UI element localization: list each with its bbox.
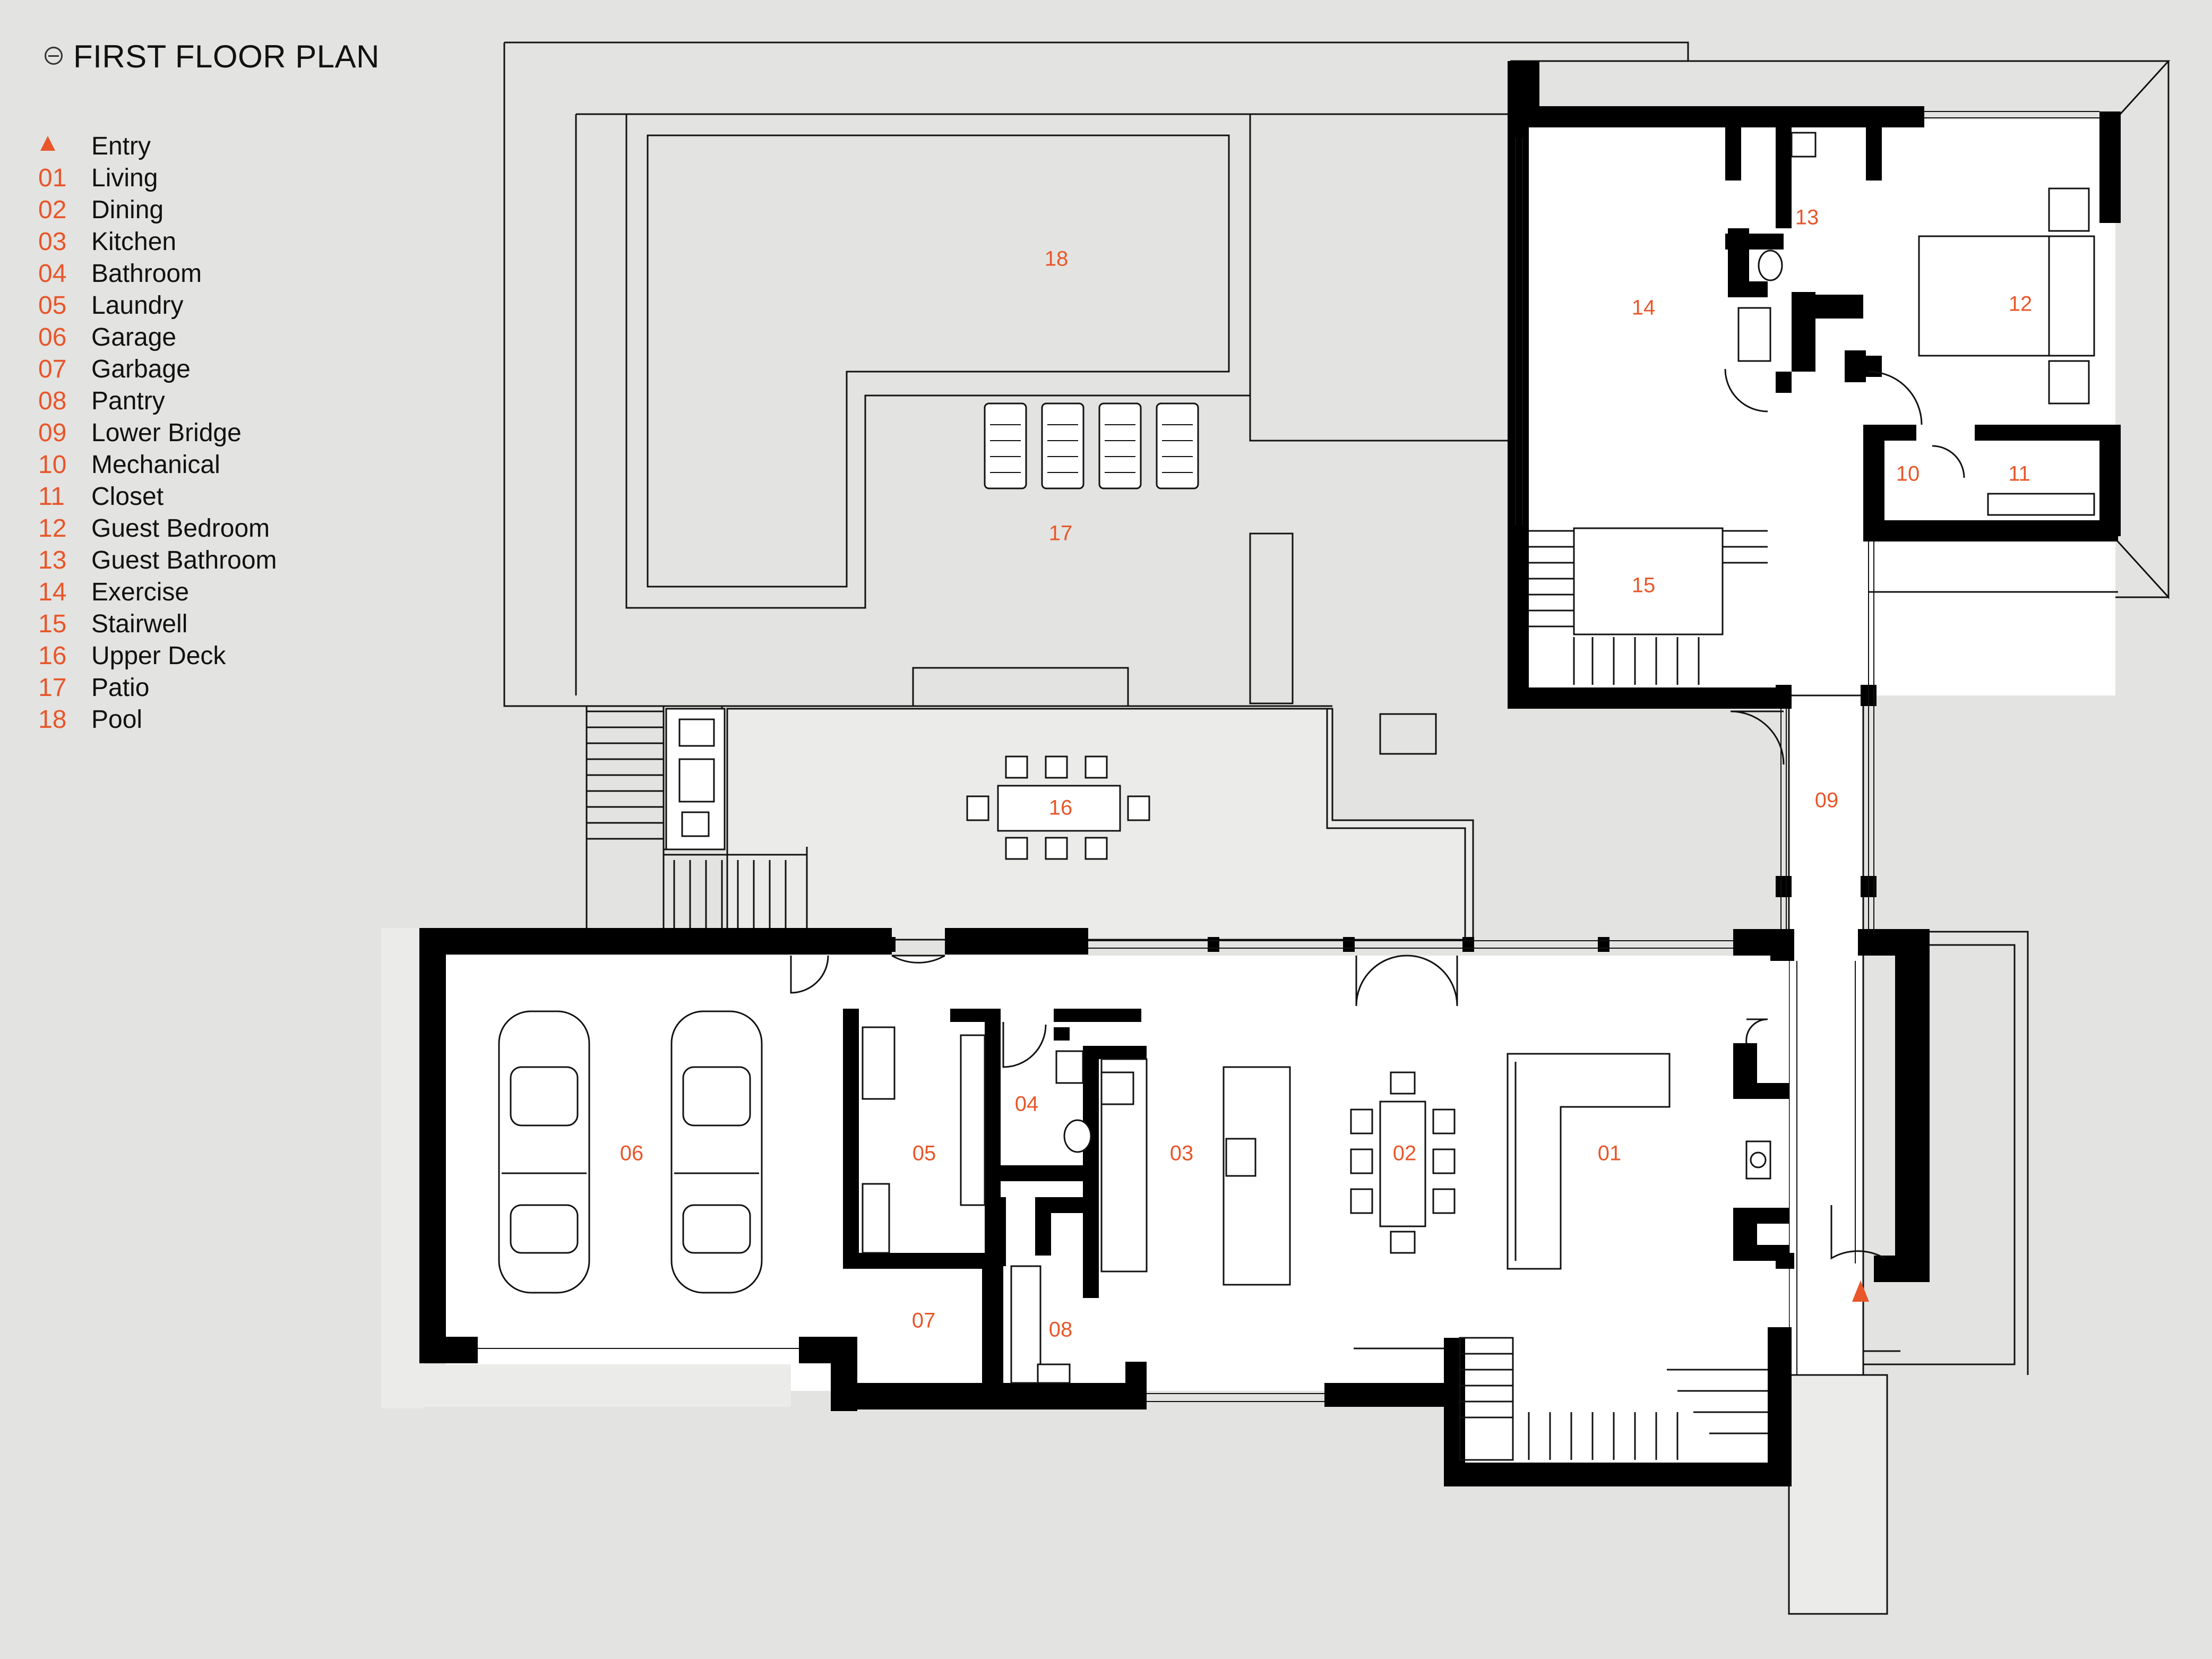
legend-label: Guest Bathroom <box>91 546 277 574</box>
room-label-garbage: 07 <box>911 1309 936 1333</box>
entry-porch <box>1863 931 2029 1375</box>
room-label-patio: 17 <box>1048 521 1073 545</box>
dining-set <box>1350 1071 1456 1254</box>
legend-number: 06 <box>38 323 67 351</box>
legend-number: 08 <box>38 387 67 415</box>
legend-label: Guest Bedroom <box>91 514 270 543</box>
room-label-stairwell: 15 <box>1631 573 1656 597</box>
legend-label: Dining <box>91 196 164 224</box>
room-label-pantry: 08 <box>1048 1318 1073 1342</box>
garage-apron <box>381 928 791 1408</box>
room-label-lower-bridge: 09 <box>1814 788 1839 812</box>
room-label-guest-bathroom: 13 <box>1795 205 1819 229</box>
laundry-fixtures <box>862 1026 986 1254</box>
legend-number: 03 <box>38 228 67 256</box>
legend-number: 10 <box>38 451 67 479</box>
legend-label: Garage <box>91 323 177 351</box>
legend-number: 07 <box>38 355 67 383</box>
north-wing-floor <box>1508 119 2115 695</box>
north-wing-roof <box>1539 60 2171 599</box>
room-label-upper-deck: 16 <box>1048 796 1073 820</box>
guest-bath-fixtures <box>1737 132 1817 362</box>
room-label-laundry: 05 <box>912 1141 936 1165</box>
mechanical-fixture <box>1745 1140 1771 1180</box>
legend-label: Stairwell <box>91 610 188 638</box>
walls <box>419 61 2121 1486</box>
legend-label: Kitchen <box>91 228 177 256</box>
lounge-chair-slats <box>990 424 1193 473</box>
kitchen-fixtures <box>1100 1058 1291 1286</box>
legend-label: Entry <box>91 132 151 160</box>
pool-outline <box>625 113 1251 609</box>
legend-number: 17 <box>38 674 67 702</box>
lounge-chairs <box>984 402 1199 489</box>
car-left <box>498 1010 590 1294</box>
legend-number: 09 <box>38 419 67 447</box>
entry-arrow-icon <box>40 136 55 151</box>
room-label-dining: 02 <box>1392 1141 1417 1165</box>
legend-label: Bathroom <box>91 260 202 288</box>
legend-number: 12 <box>38 514 67 543</box>
legend-label: Garbage <box>91 355 191 383</box>
legend-label: Closet <box>91 483 164 511</box>
legend-label: Exercise <box>91 578 190 606</box>
legend-label: Lower Bridge <box>91 419 242 447</box>
legend-label: Pool <box>91 706 143 734</box>
deck-dining-set <box>966 755 1150 860</box>
legend-number: 11 <box>38 483 65 511</box>
doors <box>790 368 1965 1260</box>
legend-number: 05 <box>38 291 67 320</box>
pantry-shelves <box>1010 1265 1071 1384</box>
room-label-garage: 06 <box>619 1141 644 1165</box>
north-arrow-icon <box>45 47 63 65</box>
legend-number: 04 <box>38 260 67 288</box>
outdoor-kitchen <box>665 708 726 850</box>
room-label-exercise: 14 <box>1631 296 1656 320</box>
legend-label: Mechanical <box>91 451 220 479</box>
room-label-kitchen: 03 <box>1169 1141 1194 1165</box>
windows <box>478 111 2099 1402</box>
room-label-living: 01 <box>1597 1141 1622 1165</box>
deck-stairs <box>586 706 808 929</box>
legend-number: 13 <box>38 546 67 574</box>
south-stairs <box>1354 1337 1768 1461</box>
patio-features <box>912 396 1510 707</box>
legend-number: 18 <box>38 706 67 734</box>
entry-arrow-icon <box>1852 1280 1869 1302</box>
sofa <box>1507 1053 1671 1270</box>
legend-number: 15 <box>38 610 67 638</box>
legend-number: 14 <box>38 578 67 606</box>
room-label-mechanical: 10 <box>1896 462 1920 486</box>
legend-number: 02 <box>38 196 67 224</box>
legend-label: Laundry <box>91 291 184 320</box>
bridge-ramp <box>1788 1374 1888 1615</box>
bath-04-fixtures <box>1055 1050 1092 1153</box>
legend-number: 01 <box>38 164 67 192</box>
guest-bed <box>1918 187 2095 516</box>
room-label-pool: 18 <box>1044 247 1069 271</box>
plan-title: FIRST FLOOR PLAN <box>73 39 380 74</box>
legend-number: 16 <box>38 642 67 670</box>
room-label-bathroom: 04 <box>1014 1092 1039 1116</box>
legend-label: Pantry <box>91 387 165 415</box>
legend-label: Patio <box>91 674 150 702</box>
car-right <box>670 1010 763 1294</box>
stairwell <box>1529 527 1768 685</box>
room-label-guest-bedroom: 12 <box>2008 292 2033 316</box>
legend-label: Upper Deck <box>91 642 226 670</box>
legend-label: Living <box>91 164 158 192</box>
room-label-closet: 11 <box>2008 462 2030 486</box>
bridge-rails <box>1796 961 1856 1375</box>
